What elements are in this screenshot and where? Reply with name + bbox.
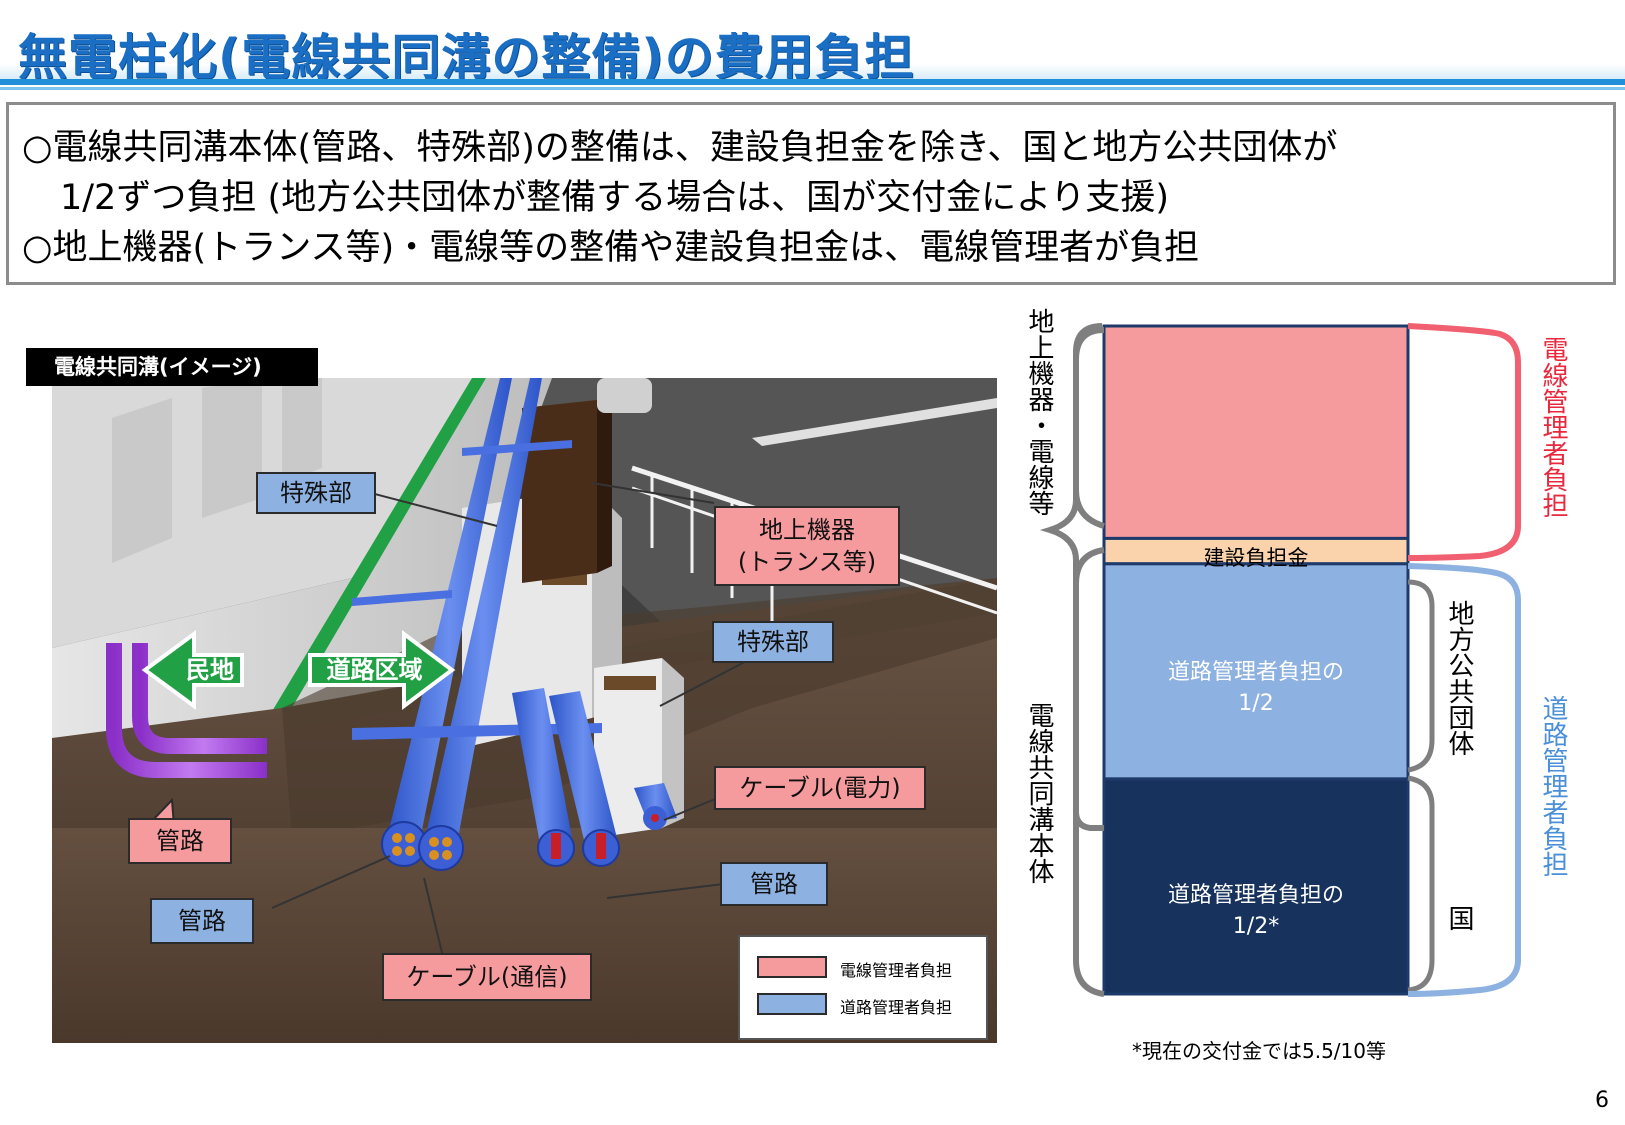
block-label-national: 道路管理者負担の 1/2* [1105, 880, 1407, 942]
summary-line-2: 1/2ずつ負担 (地方公共団体が整備する場合は、国が交付金により支援) [60, 178, 1170, 218]
callout-kanro-right: 管路 [720, 862, 828, 906]
arrow-label-doro-kuiki: 道路区域 [326, 656, 423, 684]
callout-tokushubu-right: 特殊部 [712, 621, 834, 663]
block-label-national-line-1: 道路管理者負担の [1167, 883, 1344, 908]
left-brace-upper [1073, 327, 1105, 529]
callout-kanro-bottom: 管路 [150, 898, 254, 944]
callout-tokushubu-top: 特殊部 [256, 472, 376, 514]
summary-line-3: ○地上機器(トランス等)・電線等の整備や建設負担金は、電線管理者が負担 [22, 228, 1200, 268]
summary-box [6, 102, 1616, 285]
right-brace-doro [1407, 563, 1521, 997]
cost-share-chart [1039, 323, 1521, 997]
legend-label-denryoku: 電線管理者負担 [840, 961, 953, 980]
callout-chijo-kiki-line-2: (トランス等) [737, 548, 877, 576]
block-construction-charge [1102, 536, 1410, 566]
title-underline-light [0, 87, 1625, 90]
callout-kanro-left: 管路 [128, 818, 232, 864]
left-brace-lower [1073, 547, 1105, 997]
legend: 電線管理者負担 道路管理者負担 [738, 935, 988, 1040]
inner-label-local: 地方公共団体 [1444, 600, 1474, 756]
callout-chijo-kiki: 地上機器 (トランス等) [714, 506, 900, 586]
legend-label-doro: 道路管理者負担 [840, 998, 953, 1017]
block-label-local-line-1: 道路管理者負担の [1167, 660, 1344, 685]
summary-line-1: ○電線共同溝本体(管路、特殊部)の整備は、建設負担金を除き、国と地方公共団体が [22, 128, 1338, 168]
right-label-doro: 道路管理者負担 [1538, 695, 1568, 877]
left-label-upper: 地上機器・電線等 [1024, 308, 1054, 516]
block-local-government [1102, 562, 1410, 781]
legend-swatch-denryoku [757, 956, 827, 978]
illustration-tag: 電線共同溝(イメージ) [26, 348, 318, 386]
block-label-national-line-2: 1/2* [1232, 914, 1280, 939]
page-title: 無電柱化(電線共同溝の整備)の費用負担 [18, 29, 915, 86]
inner-brace-local [1407, 579, 1435, 773]
inner-brace-national [1407, 775, 1435, 993]
arrow-label-minchi: 民地 [186, 656, 234, 684]
footnote: *現在の交付金では5.5/10等 [1132, 1039, 1386, 1063]
title-underline [0, 79, 1625, 85]
title-background [0, 64, 1625, 79]
block-label-construction-charge: 建設負担金 [1203, 546, 1309, 570]
inner-label-national: 国 [1444, 905, 1474, 931]
legend-swatch-doro [757, 993, 827, 1015]
callout-cable-denryoku: ケーブル(電力) [714, 766, 926, 810]
right-brace-denryoku [1407, 323, 1521, 561]
cost-blocks [1102, 324, 1410, 996]
left-label-lower: 電線共同溝本体 [1024, 702, 1054, 884]
block-label-local: 道路管理者負担の 1/2 [1105, 657, 1407, 719]
block-dench-kanrisha [1102, 324, 1410, 540]
block-label-local-line-2: 1/2 [1238, 691, 1274, 716]
callout-cable-tsushin: ケーブル(通信) [382, 953, 592, 1001]
callout-chijo-kiki-line-1: 地上機器 [759, 516, 855, 544]
right-label-denryoku: 電線管理者負担 [1538, 336, 1568, 518]
block-national [1102, 777, 1410, 996]
page-number: 6 [1595, 1088, 1609, 1113]
